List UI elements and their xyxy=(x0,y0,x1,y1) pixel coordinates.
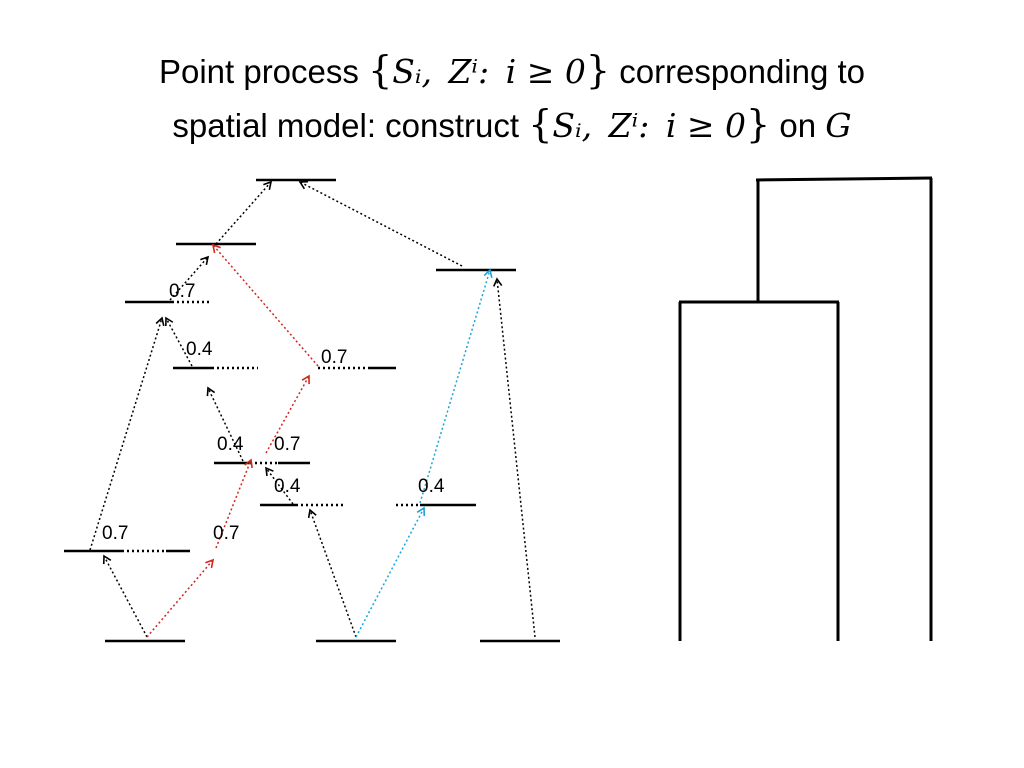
segment-dotted-extensions xyxy=(122,300,420,553)
title-line-2: spatial model: construct {Sᵢ, Zⁱ: i ≥ 0}… xyxy=(0,98,1024,152)
black-arrows xyxy=(89,180,536,638)
title-line2-prefix: spatial model: construct xyxy=(172,107,529,144)
blue-arrows xyxy=(355,268,493,638)
title-line2-graph: G xyxy=(825,106,852,145)
edge-label: 0.7 xyxy=(102,523,128,544)
title-line2-math: Sᵢ, Zⁱ: i ≥ 0 xyxy=(552,106,747,145)
edge-label: 0.4 xyxy=(418,476,445,497)
arrow-black xyxy=(298,180,463,267)
arrow-black xyxy=(102,554,148,638)
arrow-black xyxy=(165,316,193,367)
open-brace: { xyxy=(528,102,553,146)
edge-label: 0.4 xyxy=(186,339,213,360)
arrow-blue xyxy=(419,268,493,504)
edge-label: 0.7 xyxy=(274,434,300,455)
arrow-red xyxy=(211,243,319,367)
title-line2-on: on xyxy=(770,107,826,144)
edge-label: 0.7 xyxy=(213,523,239,544)
arrow-black xyxy=(215,180,273,245)
edge-label: 0.4 xyxy=(274,476,301,497)
title-line-1: Point process {Sᵢ, Zⁱ: i ≥ 0} correspond… xyxy=(0,44,1024,98)
edge-label: 0.7 xyxy=(169,281,195,302)
edge-label: 0.4 xyxy=(217,434,244,455)
close-brace: } xyxy=(585,48,611,92)
arrow-black xyxy=(265,466,294,505)
arrow-red xyxy=(146,558,215,638)
arrow-black xyxy=(89,316,165,551)
dendrogram-top-bar xyxy=(755,176,933,182)
arrow-red xyxy=(265,374,310,454)
edge-label: 0.7 xyxy=(321,347,347,368)
arrow-black xyxy=(307,508,357,638)
node-segments xyxy=(64,178,560,643)
title-line1-prefix: Point process xyxy=(158,53,369,90)
red-arrows xyxy=(146,243,319,638)
slide-title: Point process {Sᵢ, Zⁱ: i ≥ 0} correspond… xyxy=(0,44,1024,152)
arrow-blue xyxy=(355,506,426,638)
open-brace: { xyxy=(368,48,393,92)
arrow-black xyxy=(169,255,210,301)
close-brace: } xyxy=(746,102,771,146)
edge-labels: 0.7 0.4 0.7 0.4 0.7 0.4 0.4 0.7 0.7 xyxy=(102,281,445,544)
dendrogram xyxy=(678,176,933,641)
arrow-black xyxy=(493,277,536,638)
title-line1-suffix: corresponding to xyxy=(610,53,866,90)
title-line1-math: Sᵢ, Zⁱ: i ≥ 0 xyxy=(392,52,586,91)
